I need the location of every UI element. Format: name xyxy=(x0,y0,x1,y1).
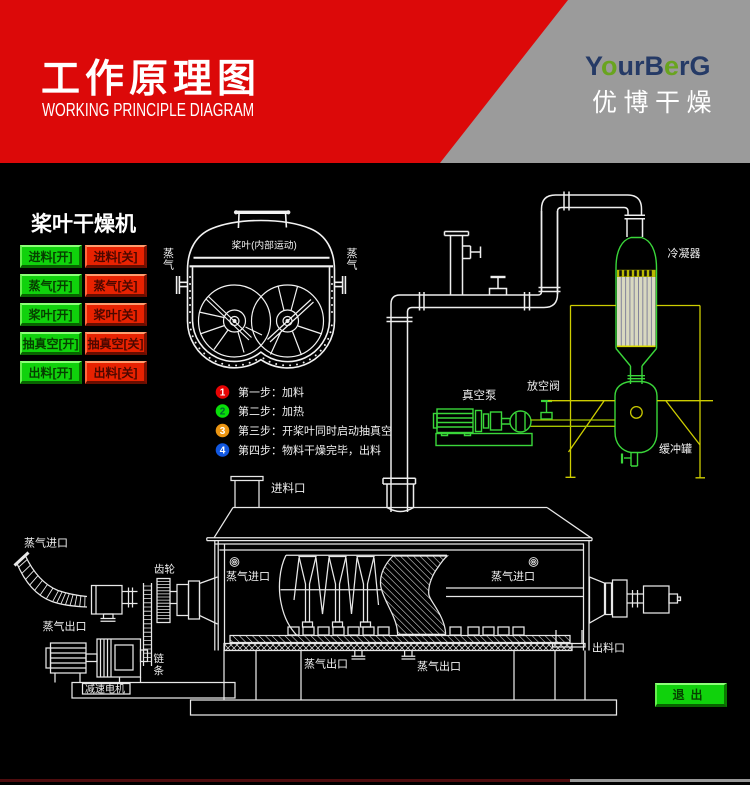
svg-text:冷凝器: 冷凝器 xyxy=(668,246,701,260)
svg-text:桨叶(内部运动): 桨叶(内部运动) xyxy=(232,239,297,252)
svg-text:蒸: 蒸 xyxy=(163,247,174,260)
svg-text:蒸气出口: 蒸气出口 xyxy=(417,659,461,673)
svg-text:蒸气进口: 蒸气进口 xyxy=(24,536,68,550)
svg-text:出料口: 出料口 xyxy=(592,641,625,655)
svg-text:第二步：加热: 第二步：加热 xyxy=(238,404,304,418)
svg-text:进料口: 进料口 xyxy=(271,481,306,495)
svg-text:减速电机: 减速电机 xyxy=(85,683,125,696)
svg-text:第三步：开桨叶同时启动抽真空: 第三步：开桨叶同时启动抽真空 xyxy=(238,424,392,438)
svg-text:缓冲罐: 缓冲罐 xyxy=(659,442,692,456)
svg-text:第一步：加料: 第一步：加料 xyxy=(238,385,304,399)
svg-text:蒸气进口: 蒸气进口 xyxy=(491,569,535,583)
svg-text:气: 气 xyxy=(163,258,174,272)
svg-text:蒸气出口: 蒸气出口 xyxy=(43,619,87,633)
svg-text:放空阀: 放空阀 xyxy=(527,379,560,393)
svg-text:齿轮: 齿轮 xyxy=(154,563,175,576)
svg-text:蒸气进口: 蒸气进口 xyxy=(226,569,270,583)
svg-text:3: 3 xyxy=(220,426,226,437)
svg-text:1: 1 xyxy=(220,388,226,399)
svg-text:蒸: 蒸 xyxy=(347,247,358,260)
svg-text:第四步：物料干燥完毕，出料: 第四步：物料干燥完毕，出料 xyxy=(238,443,381,457)
svg-text:4: 4 xyxy=(220,446,226,457)
svg-text:条: 条 xyxy=(154,664,165,677)
svg-text:2: 2 xyxy=(220,407,226,418)
svg-text:真空泵: 真空泵 xyxy=(462,388,497,402)
svg-text:链: 链 xyxy=(154,652,165,665)
svg-text:蒸气出口: 蒸气出口 xyxy=(304,657,348,671)
svg-text:气: 气 xyxy=(347,258,358,272)
